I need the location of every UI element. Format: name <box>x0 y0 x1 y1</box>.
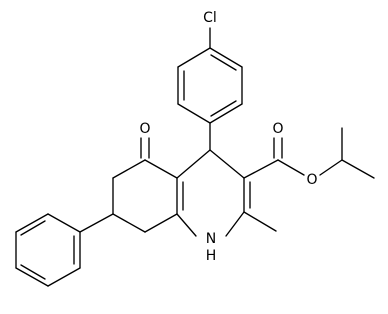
chlorine-label: Cl <box>203 10 217 26</box>
bond <box>176 149 211 179</box>
bond <box>225 211 245 237</box>
phenyl-ring <box>15 213 81 287</box>
double-bond-inner <box>210 54 237 71</box>
ring-nitrogen-label: N <box>206 231 216 247</box>
bond <box>177 47 211 68</box>
bond <box>277 159 305 176</box>
bond <box>15 267 49 287</box>
chlorophenyl-ring <box>177 47 243 124</box>
ketone-oxygen-label: O <box>139 121 150 137</box>
nitrogen-hydrogen-label: H <box>206 248 217 264</box>
bond <box>47 213 81 233</box>
cyclohexenone-ring <box>112 159 178 233</box>
bond-methyl <box>243 211 277 232</box>
ester-carbonyl-oxygen-label: O <box>272 121 283 137</box>
bond <box>112 213 146 233</box>
bond <box>176 213 197 237</box>
bond <box>144 213 178 233</box>
bond <box>15 213 49 233</box>
bond <box>144 159 178 179</box>
bond <box>209 103 243 124</box>
bond <box>47 267 81 287</box>
double-bond-inner <box>20 220 46 236</box>
dihydropyridine-ring <box>176 149 251 237</box>
bond-to-phenyl <box>79 213 114 233</box>
bond <box>341 159 375 179</box>
double-bond-inner <box>210 100 237 117</box>
bond <box>209 149 245 179</box>
bond <box>243 159 279 179</box>
ester-group <box>243 127 375 179</box>
double-bond-inner <box>20 264 46 280</box>
bond <box>209 47 243 68</box>
bond <box>319 159 343 176</box>
bond <box>177 103 211 124</box>
ester-ether-oxygen-label: O <box>306 172 317 188</box>
bond <box>112 159 146 179</box>
